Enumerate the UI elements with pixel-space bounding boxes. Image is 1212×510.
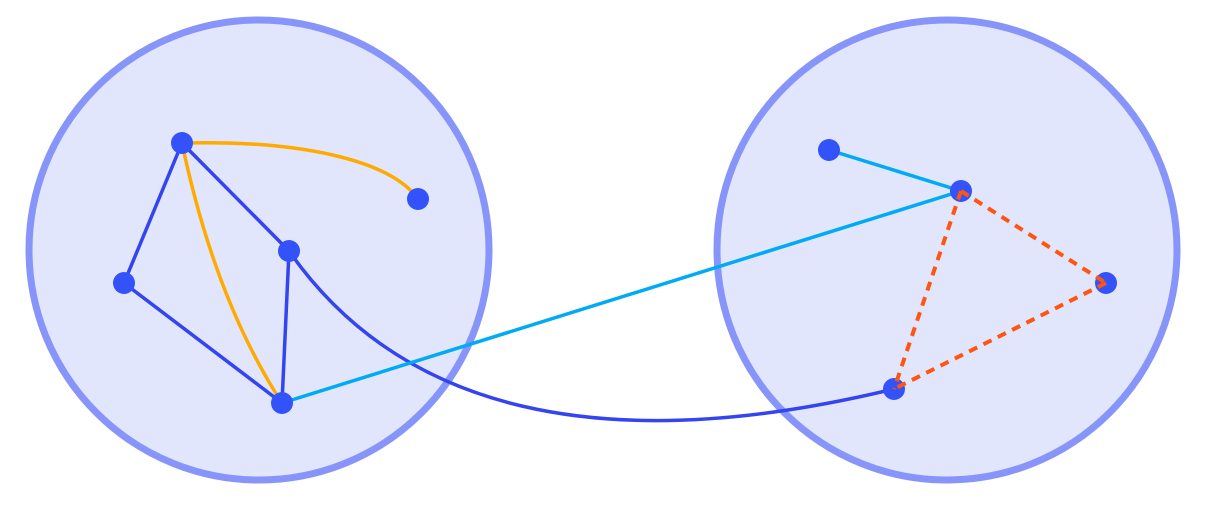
- node-b: [407, 188, 429, 210]
- edge-g-h: [959, 189, 1108, 285]
- node-d: [113, 272, 135, 294]
- edge-a-c: [180, 141, 291, 253]
- node-f: [818, 139, 840, 161]
- edge-a-e: [180, 142, 284, 404]
- node-e: [271, 392, 293, 414]
- edge-f-g: [828, 148, 962, 193]
- edge-c-i: [287, 249, 895, 423]
- edge-a-b: [181, 140, 420, 201]
- edge-a-d: [122, 142, 184, 284]
- cluster-left: [25, 16, 493, 484]
- node-a: [171, 132, 193, 154]
- edge-d-e: [122, 281, 284, 405]
- node-c: [278, 240, 300, 262]
- edge-c-e: [280, 250, 291, 404]
- edge-e-g: [281, 189, 962, 405]
- edge-h-i: [893, 281, 1107, 391]
- edge-g-i: [892, 190, 963, 390]
- cluster-right: [713, 16, 1181, 484]
